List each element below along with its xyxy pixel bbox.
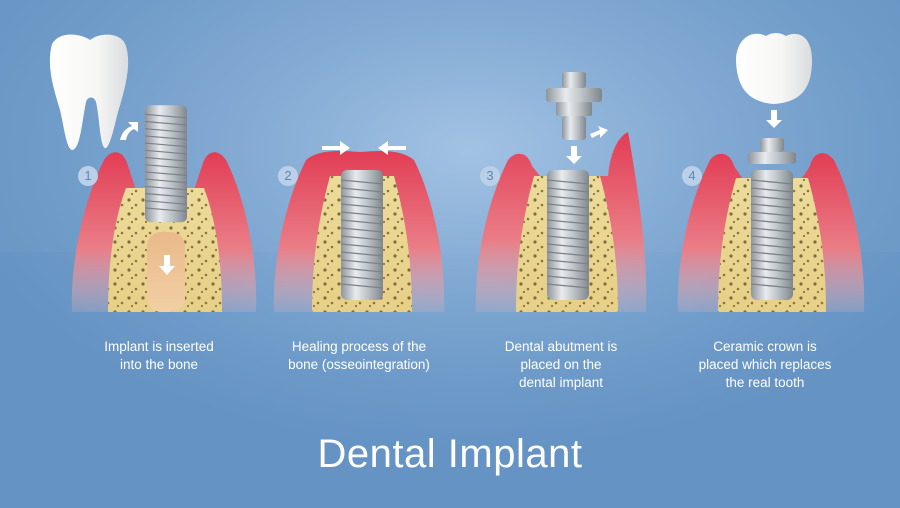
arrow-right-icon: [322, 141, 350, 155]
arrow-up-icon: [120, 122, 138, 140]
arrow-right-gum-icon: [590, 126, 608, 138]
abutment: [546, 72, 602, 140]
step-3-caption: Dental abutment is placed on the dental …: [504, 339, 618, 390]
ceramic-crown: [736, 33, 812, 104]
step-3-illustration: [475, 72, 647, 312]
step-4-illustration: [677, 33, 865, 312]
step-4-caption: Ceramic crown is placed which replaces t…: [698, 339, 832, 390]
implant-screw-2: [340, 169, 384, 301]
step-1-caption: Implant is inserted into the bone: [104, 339, 214, 372]
step-1-illustration: [49, 34, 257, 312]
step-4-number: 4: [682, 166, 702, 186]
step-2-illustration: [273, 141, 445, 312]
implant-screw-1: [144, 104, 188, 223]
step-3-number: 3: [480, 166, 500, 186]
implant-screw-4: [750, 169, 794, 301]
arrow-left-icon: [378, 141, 406, 155]
step-2-number: 2: [278, 166, 298, 186]
abutment-4: [748, 138, 796, 164]
arrow-down-crown-icon: [766, 110, 782, 128]
implant-screw-3: [546, 169, 590, 301]
arrow-down-abutment-icon: [566, 146, 582, 164]
page-title: Dental Implant: [317, 432, 583, 476]
step-2-caption: Healing process of the bone (osseointegr…: [288, 339, 430, 372]
extracted-tooth: [49, 34, 129, 150]
arrow-down-icon: [159, 255, 175, 275]
step-1-number: 1: [78, 166, 98, 186]
